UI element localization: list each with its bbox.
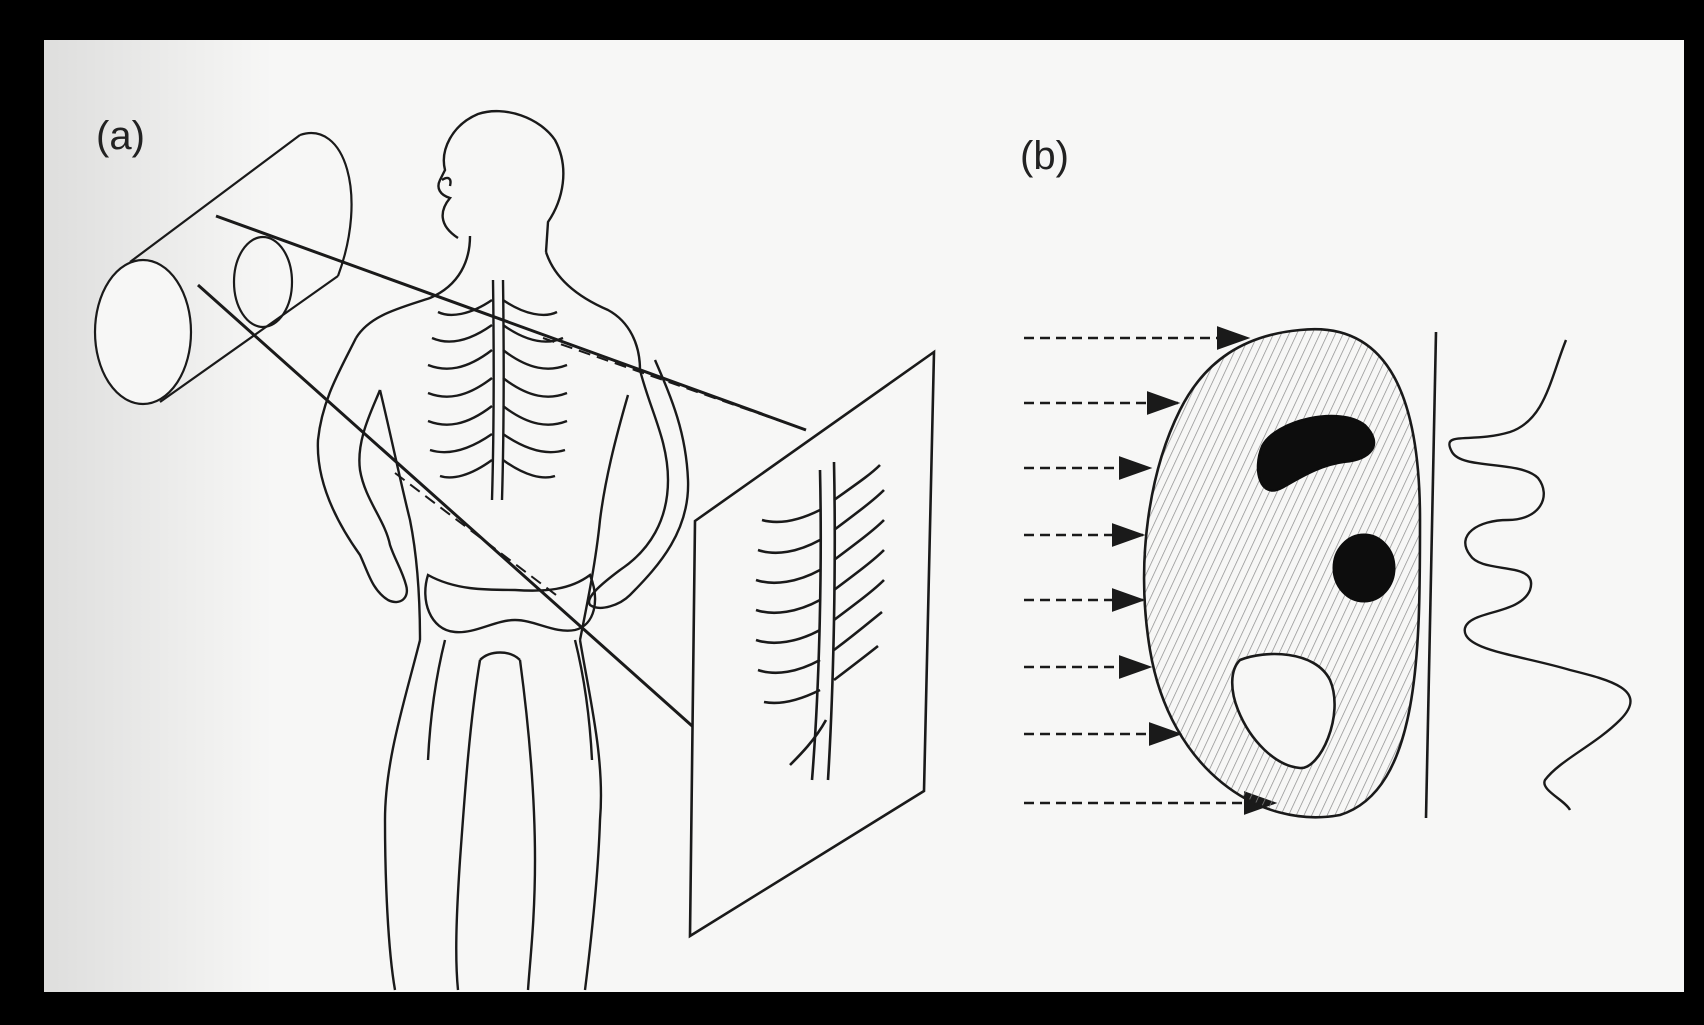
detector-plate-icon <box>690 352 934 936</box>
cross-section-icon <box>1144 329 1420 817</box>
ribcage-icon <box>425 280 595 760</box>
panel-a <box>95 111 934 990</box>
panel-b-label: (b) <box>1020 134 1069 179</box>
panel-a-label: (a) <box>96 114 145 159</box>
human-body-icon <box>318 111 688 990</box>
x-ray-tube-icon <box>95 133 352 404</box>
intensity-profile <box>1449 340 1630 810</box>
panel-b <box>1024 329 1630 818</box>
detector-line <box>1426 332 1436 818</box>
